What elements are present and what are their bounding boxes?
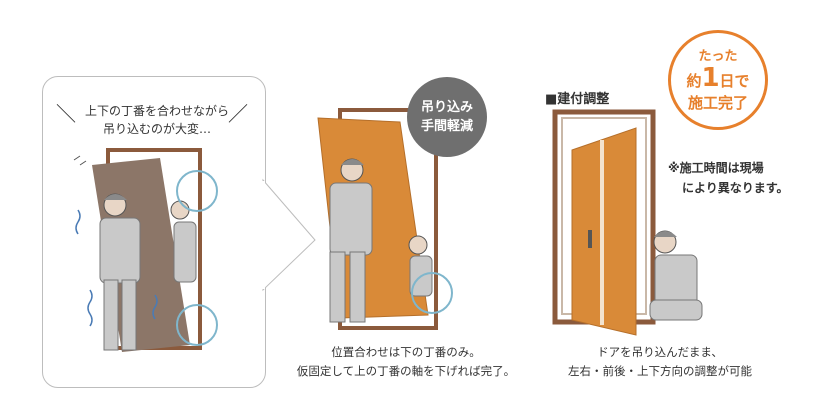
left-worker-leg-left: [103, 279, 119, 351]
left-worker2-head: [170, 200, 190, 220]
callout-line-2: 約1日で: [686, 65, 749, 94]
badge-line-2: 手間軽減: [420, 119, 473, 134]
right-caption-line-2: 左右・前後・上下方向の調整が可能: [568, 364, 752, 378]
middle-caption-line-2: 仮固定して上の丁番の軸を下げれば完了。: [296, 364, 516, 378]
badge-line-1: 吊り込み: [420, 100, 473, 115]
callout-prefix: 約: [686, 71, 702, 90]
right-door-glass-strip: [600, 140, 604, 325]
bubble-slash-left: ＼: [56, 102, 76, 126]
bubble-tail-mask: [262, 181, 265, 289]
middle-caption: 位置合わせは下の丁番のみ。 仮固定して上の丁番の軸を下げれば完了。: [290, 343, 522, 381]
middle-caption-line-1: 位置合わせは下の丁番のみ。: [331, 345, 481, 359]
right-worker-cap: [654, 231, 677, 237]
labor-saving-badge: 吊り込み 手間軽減: [407, 77, 487, 157]
hinge-circle-middle: [411, 272, 453, 314]
shake-mark-3: [152, 294, 158, 320]
one-day-callout: たった 約1日で 施工完了: [668, 30, 768, 130]
middle-worker-leg-left: [329, 251, 346, 323]
left-worker-cap: [104, 194, 127, 200]
hinge-circle-bottom-left: [176, 304, 218, 346]
time-note: ※施工時間は現場 により異なります。: [668, 158, 789, 198]
left-worker-leg-right: [121, 279, 137, 351]
note-line-2: により異なります。: [682, 181, 789, 195]
middle-worker-cap: [341, 159, 364, 165]
bubble-line-1: 上下の丁番を合わせながら: [84, 104, 229, 118]
bubble-tail: [262, 178, 316, 292]
callout-line-1: たった: [698, 48, 738, 64]
bubble-text: 上下の丁番を合わせながら 吊り込むのが大変…: [62, 102, 252, 138]
adjustment-heading: ■建付調整: [545, 92, 610, 107]
middle-worker-leg-right: [349, 251, 366, 323]
callout-number: 1: [701, 62, 720, 93]
middle-worker-torso: [329, 182, 373, 256]
left-illustration: [73, 148, 218, 352]
callout-line-3: 施工完了: [687, 93, 748, 112]
middle-illustration: [317, 108, 453, 330]
note-line-1: ※施工時間は現場: [668, 161, 764, 175]
right-illustration: [552, 109, 703, 336]
motion-mark: [73, 155, 87, 166]
shake-mark-2: [87, 289, 93, 327]
middle-worker2-head: [408, 235, 428, 255]
callout-suffix: 日で: [719, 71, 750, 90]
right-worker-torso: [654, 254, 698, 306]
bubble-line-2: 吊り込むのが大変…: [102, 122, 211, 136]
right-caption: ドアを吊り込んだまま、 左右・前後・上下方向の調整が可能: [540, 343, 780, 381]
shake-mark-1: [75, 209, 81, 235]
left-worker-torso: [99, 217, 141, 284]
bubble-slash-right: ／: [228, 102, 248, 126]
right-worker-legs: [649, 299, 703, 321]
right-caption-line-1: ドアを吊り込んだまま、: [597, 345, 723, 359]
hinge-circle-top-left: [176, 170, 218, 212]
left-worker2-torso: [173, 221, 197, 283]
right-door-handle: [588, 230, 592, 248]
